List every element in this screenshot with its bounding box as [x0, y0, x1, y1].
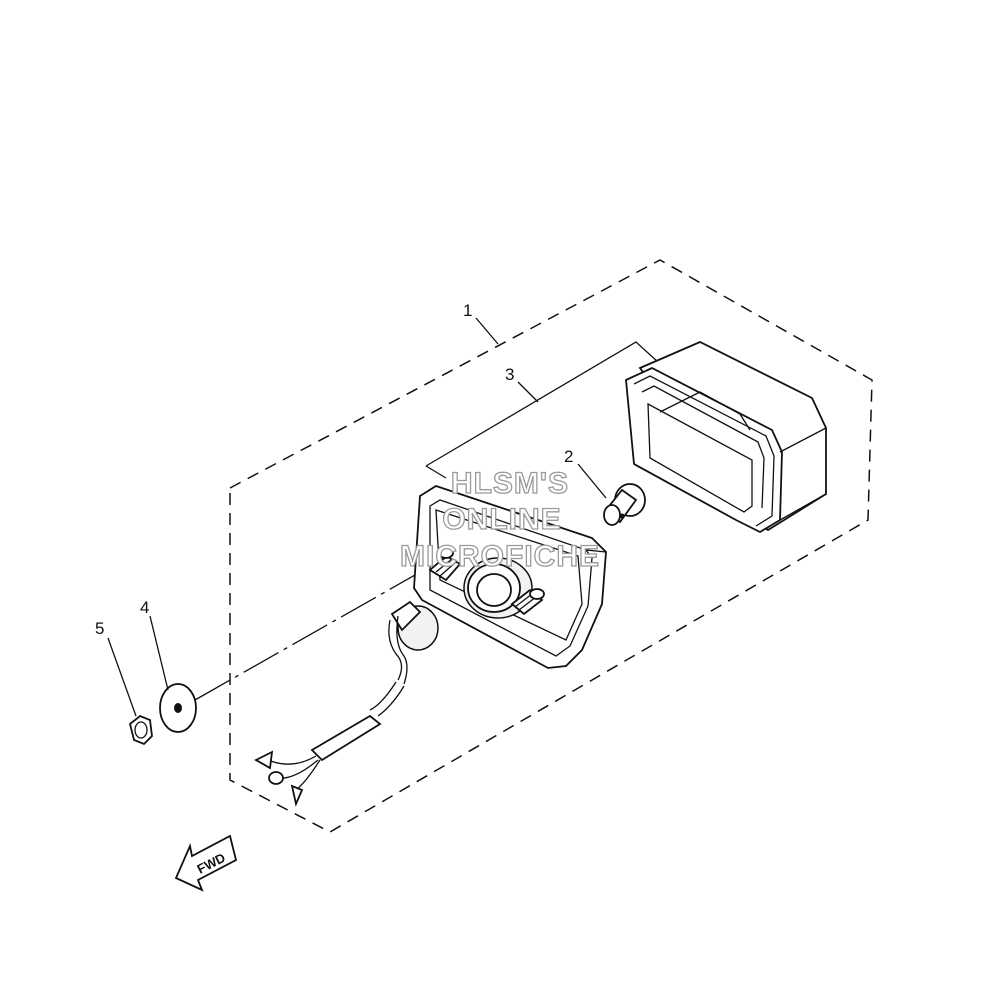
- watermark-line-2: ONLINE: [442, 503, 561, 536]
- assembly-axis-line: [194, 557, 446, 701]
- nut: [128, 714, 153, 746]
- leader-5: [107, 637, 137, 717]
- callout-3: 3: [505, 365, 514, 384]
- mounting-stud-right: [510, 588, 545, 616]
- watermark-line-1: HLSM'S: [451, 467, 569, 500]
- tail-light-housing: [625, 341, 827, 534]
- bulb: [603, 483, 646, 526]
- lens-bracket: [425, 341, 659, 467]
- callout-2: 2: [564, 447, 573, 466]
- washer: [159, 683, 197, 733]
- watermark-line-3: MICROFICHE: [400, 540, 600, 573]
- socket-wiring-harness: [254, 600, 439, 807]
- callout-5: 5: [95, 619, 104, 638]
- callout-4: 4: [140, 598, 149, 617]
- mounting-stud-left: [428, 547, 462, 582]
- assembly-boundary: [229, 259, 873, 833]
- leader-3: [517, 381, 539, 403]
- leader-4: [149, 615, 169, 691]
- leader-1: [475, 317, 499, 345]
- leader-2: [577, 463, 607, 499]
- callout-1: 1: [463, 301, 472, 320]
- fwd-arrow-icon: FWD: [174, 834, 238, 892]
